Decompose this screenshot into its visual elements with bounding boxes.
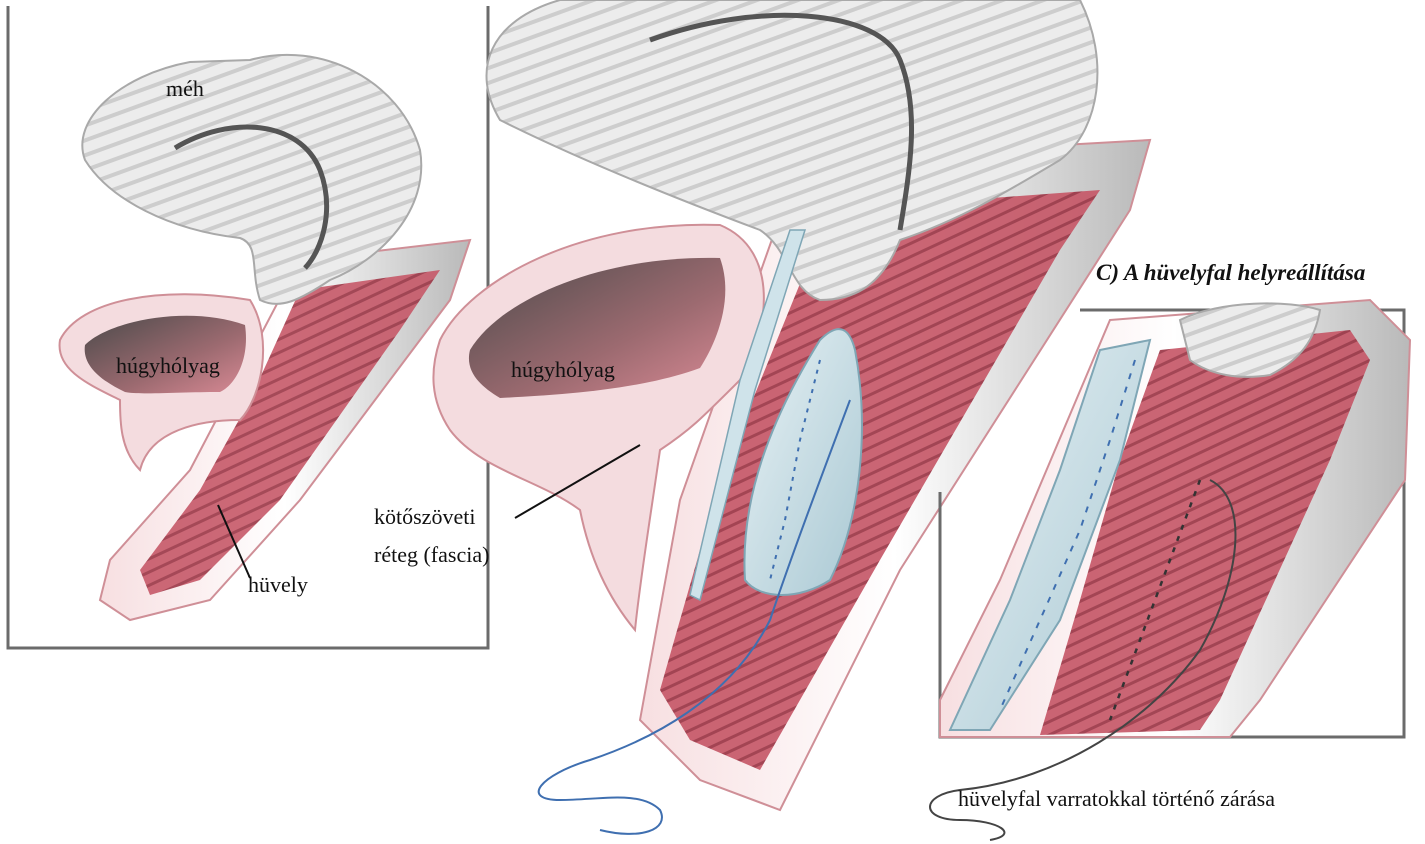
label-fascia-line1: kötőszöveti xyxy=(374,504,475,530)
label-suture-closure: hüvelyfal varratokkal történő zárása xyxy=(958,786,1275,812)
label-uterus: méh xyxy=(166,76,204,102)
label-fascia-line2: réteg (fascia) xyxy=(374,542,489,568)
label-bladder-a: húgyhólyag xyxy=(116,353,220,379)
label-vagina: hüvely xyxy=(248,572,308,598)
panel-c-title: C) A hüvelyfal helyreállítása xyxy=(1096,260,1365,286)
label-bladder-b: húgyhólyag xyxy=(511,357,615,383)
